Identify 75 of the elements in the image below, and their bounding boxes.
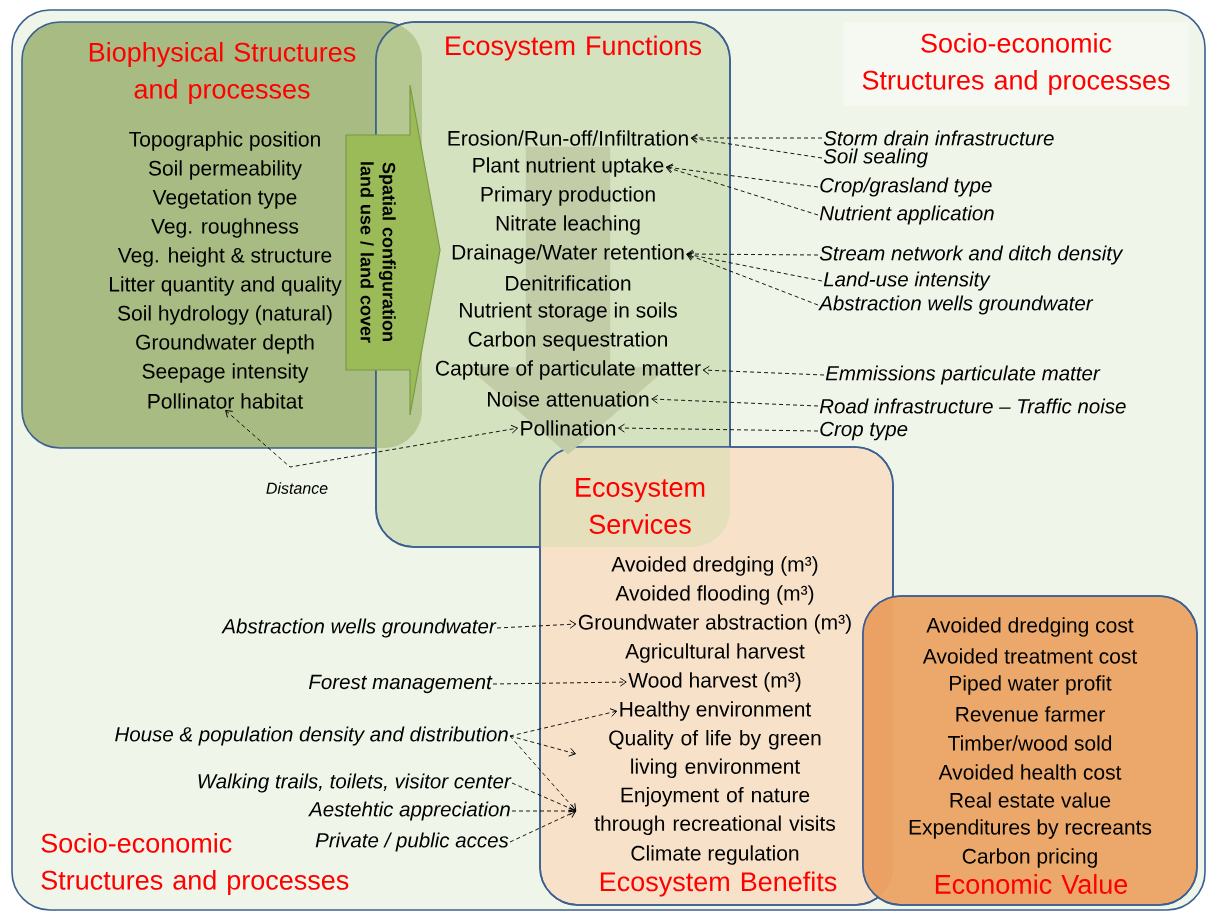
dashed-arrow <box>702 365 825 376</box>
item-label: Groundwater depth <box>136 334 314 354</box>
dashed-arrow <box>509 735 577 811</box>
item-label: Avoided dredging (m³) <box>611 556 818 576</box>
item-label: Avoided dredging cost <box>926 617 1134 637</box>
item-label: Nitrate leaching <box>496 215 640 235</box>
dashed-arrow <box>665 164 819 216</box>
driver-label: Private / public acces <box>315 832 509 852</box>
driver-label: Walking trails, toilets, visitor center <box>198 773 512 793</box>
item-label: Revenue farmer <box>956 706 1105 722</box>
item-label: Pollination <box>521 420 616 436</box>
item-label: Plant nutrient uptake <box>473 157 664 177</box>
item-label: Vegetation type <box>152 189 297 209</box>
dashed-arrow <box>509 809 577 843</box>
item-label: Carbon sequestration <box>468 331 667 351</box>
item-label: Veg. height & structure <box>117 247 332 267</box>
dashed-arrow <box>690 134 823 159</box>
driver-label: Aestehtic appreciation <box>308 801 510 821</box>
item-label: Piped water profit <box>950 675 1112 695</box>
item-label: Carbon pricing <box>962 848 1097 868</box>
edge-label: Distance <box>266 482 328 494</box>
item-label: Litter quantity and quality <box>110 276 342 296</box>
dashed-arrow <box>509 735 576 757</box>
item-label: Seepage intensity <box>142 363 309 383</box>
dashed-arrow <box>686 249 819 259</box>
dashed-arrow <box>225 410 518 468</box>
dashed-arrow <box>492 677 627 687</box>
item-label: Quality of life by green living environment <box>609 730 821 779</box>
item-label: Groundwater abstraction (m³) <box>578 614 851 634</box>
driver-label: Storm drain infrastructure <box>823 130 1054 146</box>
item-label: Avoided treatment cost <box>922 648 1137 664</box>
item-label: Soil hydrology (natural) <box>118 305 332 325</box>
dashed-arrow <box>686 250 823 282</box>
driver-label: Land-use intensity <box>823 271 991 291</box>
dashed-arrow <box>618 423 819 433</box>
item-label: Veg. roughness <box>151 218 299 238</box>
driver-label: Forest management <box>309 674 493 694</box>
driver-label: Emmissions particulate matter <box>825 365 1101 385</box>
driver-label: Crop type <box>820 421 908 441</box>
driver-label: House & population density and distribution <box>115 726 508 746</box>
item-label: Climate regulation <box>631 845 799 865</box>
driver-label: Soil sealing <box>823 148 928 168</box>
driver-label: Abstraction wells groundwater <box>221 618 497 638</box>
driver-label: Stream network and ditch density <box>819 245 1124 265</box>
item-label: Agricultural harvest <box>625 643 805 663</box>
item-label: Real estate value <box>950 792 1111 808</box>
item-label: Noise attenuation <box>488 391 649 407</box>
item-label: Avoided health cost <box>938 764 1122 780</box>
item-label: Expenditures by recreants <box>909 819 1152 839</box>
dashed-arrow <box>496 619 577 629</box>
driver-label: Crop/grasland type <box>820 177 992 197</box>
item-label: Denitrification <box>506 275 631 291</box>
item-label: Drainage/Water retention <box>452 244 684 264</box>
driver-label: Nutrient application <box>819 205 994 225</box>
item-label: Timber/wood sold <box>948 735 1112 751</box>
item-label: Wood harvest (m³) <box>628 672 801 692</box>
item-label: Soil permeability <box>148 160 302 180</box>
block-arrow <box>467 146 669 455</box>
dashed-arrow <box>509 708 618 737</box>
dashed-arrow <box>665 163 819 188</box>
item-label: Enjoyment of nature through recreational visits <box>594 787 835 836</box>
dashed-arrow <box>690 133 823 143</box>
item-label: Pollinator habitat <box>148 393 303 409</box>
item-label: Primary production <box>481 186 655 206</box>
item-label: Nutrient storage in soils <box>460 302 677 322</box>
dashed-arrow <box>651 394 819 407</box>
driver-label: Abstraction wells groundwater <box>818 295 1094 315</box>
item-label: Avoided flooding (m³) <box>615 585 814 605</box>
dashed-arrow <box>511 782 577 813</box>
driver-label: Road infrastructure – Traffic noise <box>819 398 1126 414</box>
dashed-arrow <box>686 252 819 306</box>
item-label: Erosion/Run-off/Infiltration <box>448 130 688 146</box>
item-label: Topographic position <box>129 131 320 151</box>
dashed-arrow <box>511 806 576 816</box>
item-label: Healthy environment <box>620 701 812 721</box>
